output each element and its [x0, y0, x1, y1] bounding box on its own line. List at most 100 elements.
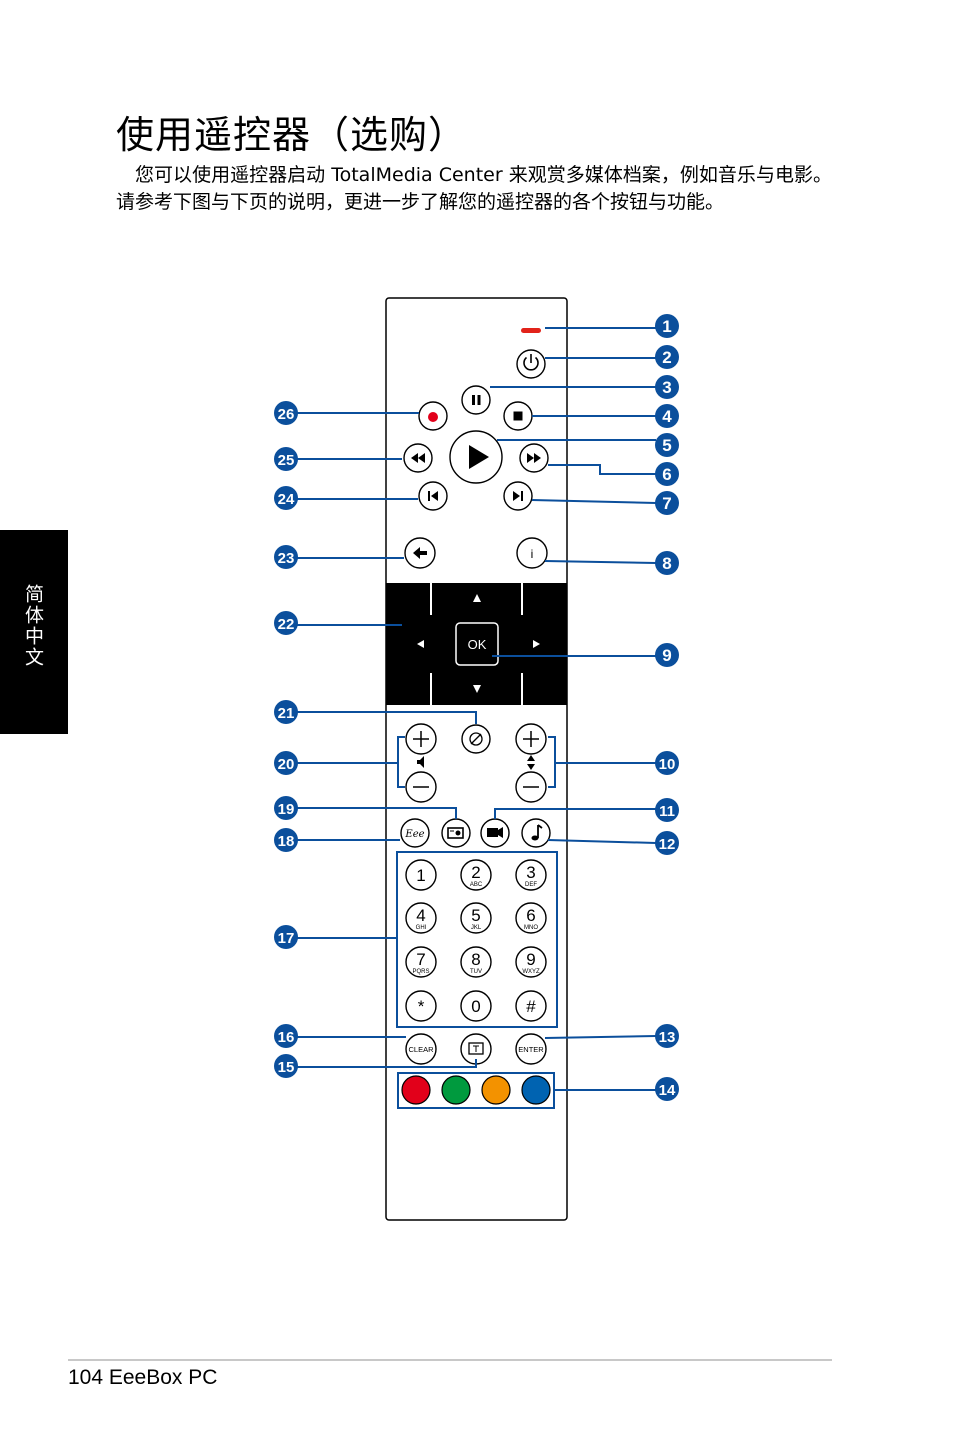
page-footer: 104 EeeBox PC [68, 1366, 218, 1389]
callout-1: 1 [655, 314, 679, 338]
next-icon [513, 491, 520, 501]
language-side-tab: 简体中文 [0, 530, 68, 734]
music-note-icon [531, 824, 543, 841]
info-label: i [531, 547, 534, 561]
callout-23: 23 [274, 545, 298, 569]
callout-leader-lines [297, 327, 657, 1091]
callout-6: 6 [655, 462, 679, 486]
svg-text:12: 12 [659, 836, 676, 853]
blue-key[interactable] [521, 1075, 551, 1105]
keypad-letters: JKL [471, 925, 482, 931]
keypad-digit: 7 [416, 950, 425, 969]
pause-button[interactable] [461, 385, 491, 415]
info-button[interactable] [516, 537, 548, 569]
svg-text:15: 15 [278, 1059, 295, 1076]
callout-16: 16 [274, 1024, 298, 1048]
up-arrow-icon[interactable] [473, 594, 481, 602]
down-arrow-icon[interactable] [473, 685, 481, 693]
callout-25: 25 [274, 447, 298, 471]
ok-button[interactable] [455, 622, 499, 666]
yellow-key[interactable] [481, 1075, 511, 1105]
clear-button[interactable] [405, 1033, 437, 1065]
keypad-digit: 5 [471, 906, 480, 925]
callout-3: 3 [655, 375, 679, 399]
keypad-digit: 2 [471, 863, 480, 882]
svg-text:23: 23 [278, 550, 295, 567]
stop-icon [513, 411, 523, 421]
green-key[interactable] [441, 1075, 471, 1105]
keypad-digit: * [418, 997, 425, 1016]
keypad-letters: MNO [524, 925, 538, 931]
keypad-key-hash[interactable]: # [515, 990, 547, 1022]
back-arrow-icon [413, 547, 427, 559]
svg-text:22: 22 [278, 616, 295, 633]
power-icon [523, 356, 539, 371]
callout-10: 10 [655, 751, 679, 775]
keypad-digit: 4 [416, 906, 425, 925]
red-key[interactable] [401, 1075, 431, 1105]
footer-rule [68, 1359, 832, 1361]
keypad-letters: GHI [416, 925, 427, 931]
keypad-key-star[interactable]: * [405, 990, 437, 1022]
callout-markers: 1234567891011121314151617181920212223242… [274, 314, 679, 1101]
left-arrow-icon[interactable] [417, 640, 424, 648]
svg-text:19: 19 [278, 801, 295, 818]
callout-26: 26 [274, 401, 298, 425]
remote-control-diagram: i OK [274, 297, 679, 1221]
keypad-digit: 6 [526, 906, 535, 925]
power-button[interactable] [516, 349, 546, 379]
svg-text:10: 10 [659, 756, 676, 773]
keypad-letters: WXYZ [522, 969, 540, 975]
keypad-key-0[interactable]: 0 [460, 990, 492, 1022]
enter-button[interactable] [515, 1033, 547, 1065]
callout-22: 22 [274, 611, 298, 635]
callout-12: 12 [655, 831, 679, 855]
callout-9: 9 [655, 643, 679, 667]
keypad-digit: 8 [471, 950, 480, 969]
svg-text:2: 2 [662, 348, 671, 367]
svg-text:25: 25 [278, 452, 295, 469]
keypad-letters: PQRS [412, 969, 429, 975]
callout-8: 8 [655, 551, 679, 575]
svg-text:8: 8 [662, 554, 671, 573]
callout-2: 2 [655, 345, 679, 369]
channel-arrows-icon [527, 755, 535, 761]
callout-7: 7 [655, 491, 679, 515]
svg-text:17: 17 [278, 930, 295, 947]
keypad-key-1[interactable]: 1 [405, 859, 437, 891]
power-led [521, 328, 541, 333]
callout-13: 13 [655, 1024, 679, 1048]
play-icon [469, 445, 489, 469]
music-button[interactable] [521, 818, 551, 848]
right-arrow-icon[interactable] [533, 640, 540, 648]
keypad-letters: DEF [525, 882, 537, 888]
teletext-icon [468, 1042, 484, 1055]
callout-19: 19 [274, 796, 298, 820]
keypad-digit: 1 [416, 866, 425, 885]
callout-4: 4 [655, 404, 679, 428]
callout-15: 15 [274, 1054, 298, 1078]
pause-icon [472, 395, 475, 405]
eee-button[interactable] [400, 818, 430, 848]
keypad-digit: 3 [526, 863, 535, 882]
callout-11: 11 [655, 798, 679, 822]
svg-text:18: 18 [278, 833, 295, 850]
rewind-icon [411, 453, 418, 463]
ok-label: OK [468, 637, 487, 652]
svg-text:24: 24 [278, 491, 295, 508]
callout-18: 18 [274, 828, 298, 852]
callout-14: 14 [655, 1077, 679, 1101]
previous-icon [428, 491, 430, 501]
intro-paragraph: 您可以使用遥控器启动 TotalMedia Center 来观赏多媒体档案，例如… [116, 164, 832, 213]
keypad-digit: # [526, 997, 536, 1016]
svg-text:4: 4 [662, 407, 672, 426]
